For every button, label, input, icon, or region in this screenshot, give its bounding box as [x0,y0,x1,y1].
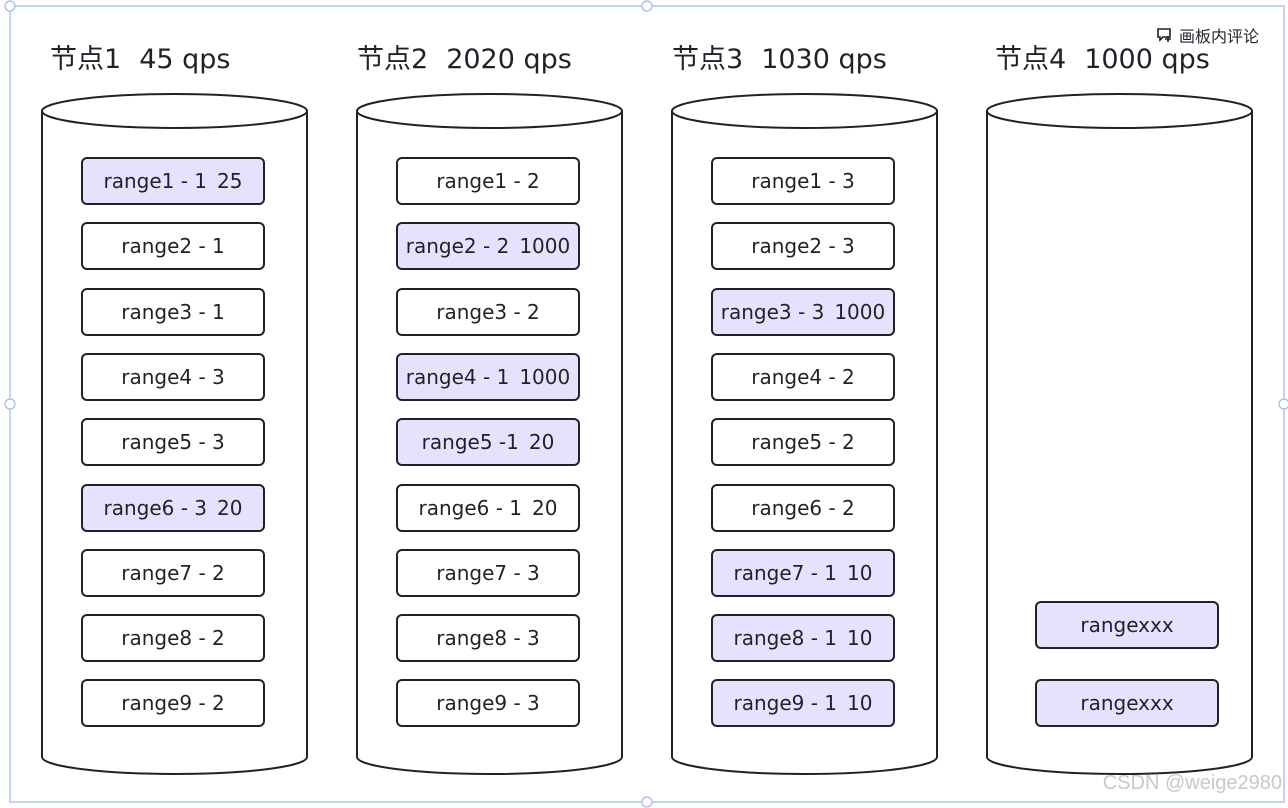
range-box[interactable]: range2 - 2 1000 [396,222,580,270]
range-box[interactable]: range5 - 3 [81,418,265,466]
cylinder-top [986,93,1253,129]
range-label: range1 - 1 [103,169,208,193]
range-box[interactable]: range5 -1 20 [396,418,580,466]
resize-handle[interactable] [4,398,16,410]
node-name: 节点1 [50,44,122,75]
range-label: range1 - 2 [436,169,540,193]
range-box[interactable]: range9 - 3 [396,679,580,727]
range-box[interactable]: range4 - 1 1000 [396,353,580,401]
range-label: range9 - 1 [733,691,838,715]
range-qps-value: 10 [847,691,873,715]
range-label: rangexxx [1080,613,1174,637]
range-box[interactable]: rangexxx [1035,601,1219,649]
range-label: range5 - 2 [751,430,855,454]
watermark: CSDN @weige2980 [1102,772,1282,794]
range-label: range8 - 2 [121,626,225,650]
range-box[interactable]: range3 - 2 [396,288,580,336]
resize-handle[interactable] [641,0,653,12]
comment-icon [1157,28,1171,42]
node-cylinder-4[interactable] [986,93,1253,775]
range-label: range9 - 2 [121,691,225,715]
node-title-3: 节点3 1030 qps [672,40,887,80]
range-box[interactable]: rangexxx [1035,679,1219,727]
comment-in-board-button[interactable]: 画板内评论 [1156,24,1259,46]
range-box[interactable]: range1 - 1 25 [81,157,265,205]
range-qps-value: 10 [847,626,873,650]
range-label: range2 - 1 [121,234,225,258]
node-title-2: 节点2 2020 qps [357,40,572,80]
node-qps: 1000 qps [1084,44,1210,75]
range-label: range4 - 1 [405,365,510,389]
range-label: range4 - 2 [751,365,855,389]
range-label: range5 - 3 [121,430,225,454]
cylinder-top [671,93,938,129]
resize-handle[interactable] [1278,398,1288,410]
range-box[interactable]: range2 - 1 [81,222,265,270]
range-qps-value: 10 [847,561,873,585]
range-label: rangexxx [1080,691,1174,715]
node-qps: 45 qps [139,44,231,75]
range-box[interactable]: range8 - 3 [396,614,580,662]
range-box[interactable]: range6 - 3 20 [81,484,265,532]
range-label: range7 - 2 [121,561,225,585]
range-label: range2 - 3 [751,234,855,258]
range-box[interactable]: range9 - 2 [81,679,265,727]
range-label: range3 - 1 [121,300,225,324]
range-box[interactable]: range3 - 3 1000 [711,288,895,336]
node-title-4: 节点4 1000 qps [995,40,1210,80]
range-box[interactable]: range8 - 2 [81,614,265,662]
range-box[interactable]: range7 - 2 [81,549,265,597]
range-box[interactable]: range1 - 3 [711,157,895,205]
node-qps: 1030 qps [761,44,887,75]
range-qps-value: 20 [528,430,555,454]
range-qps-value: 25 [217,169,243,193]
range-box[interactable]: range6 - 1 20 [396,484,580,532]
resize-handle[interactable] [641,796,653,808]
range-box[interactable]: range7 - 1 10 [711,549,895,597]
node-name: 节点3 [672,44,744,75]
range-qps-value: 1000 [519,234,571,258]
cylinder-body [986,111,1253,775]
range-qps-value: 20 [217,496,243,520]
range-label: range6 - 1 [418,496,523,520]
range-box[interactable]: range9 - 1 10 [711,679,895,727]
range-box[interactable]: range3 - 1 [81,288,265,336]
range-box[interactable]: range2 - 3 [711,222,895,270]
range-box[interactable]: range7 - 3 [396,549,580,597]
resize-handle[interactable] [4,0,16,12]
node-qps: 2020 qps [446,44,572,75]
node-name: 节点4 [995,44,1067,75]
range-label: range2 - 2 [405,234,510,258]
cylinder-top [356,93,623,129]
range-label: range3 - 3 [720,300,825,324]
range-qps-value: 1000 [519,365,571,389]
range-box[interactable]: range4 - 3 [81,353,265,401]
range-box[interactable]: range8 - 1 10 [711,614,895,662]
range-label: range5 -1 [421,430,519,454]
range-label: range3 - 2 [436,300,540,324]
range-box[interactable]: range4 - 2 [711,353,895,401]
range-box[interactable]: range6 - 2 [711,484,895,532]
range-label: range7 - 3 [436,561,540,585]
node-title-1: 节点1 45 qps [50,40,230,80]
range-label: range6 - 3 [103,496,208,520]
range-label: range4 - 3 [121,365,225,389]
range-label: range1 - 3 [751,169,855,193]
cylinder-top [41,93,308,129]
range-label: range9 - 3 [436,691,540,715]
range-label: range8 - 1 [733,626,838,650]
range-label: range8 - 3 [436,626,540,650]
range-label: range6 - 2 [751,496,855,520]
range-label: range7 - 1 [733,561,838,585]
range-box[interactable]: range5 - 2 [711,418,895,466]
range-qps-value: 20 [532,496,558,520]
range-qps-value: 1000 [834,300,886,324]
range-box[interactable]: range1 - 2 [396,157,580,205]
comment-in-board-label: 画板内评论 [1179,27,1260,46]
node-name: 节点2 [357,44,429,75]
